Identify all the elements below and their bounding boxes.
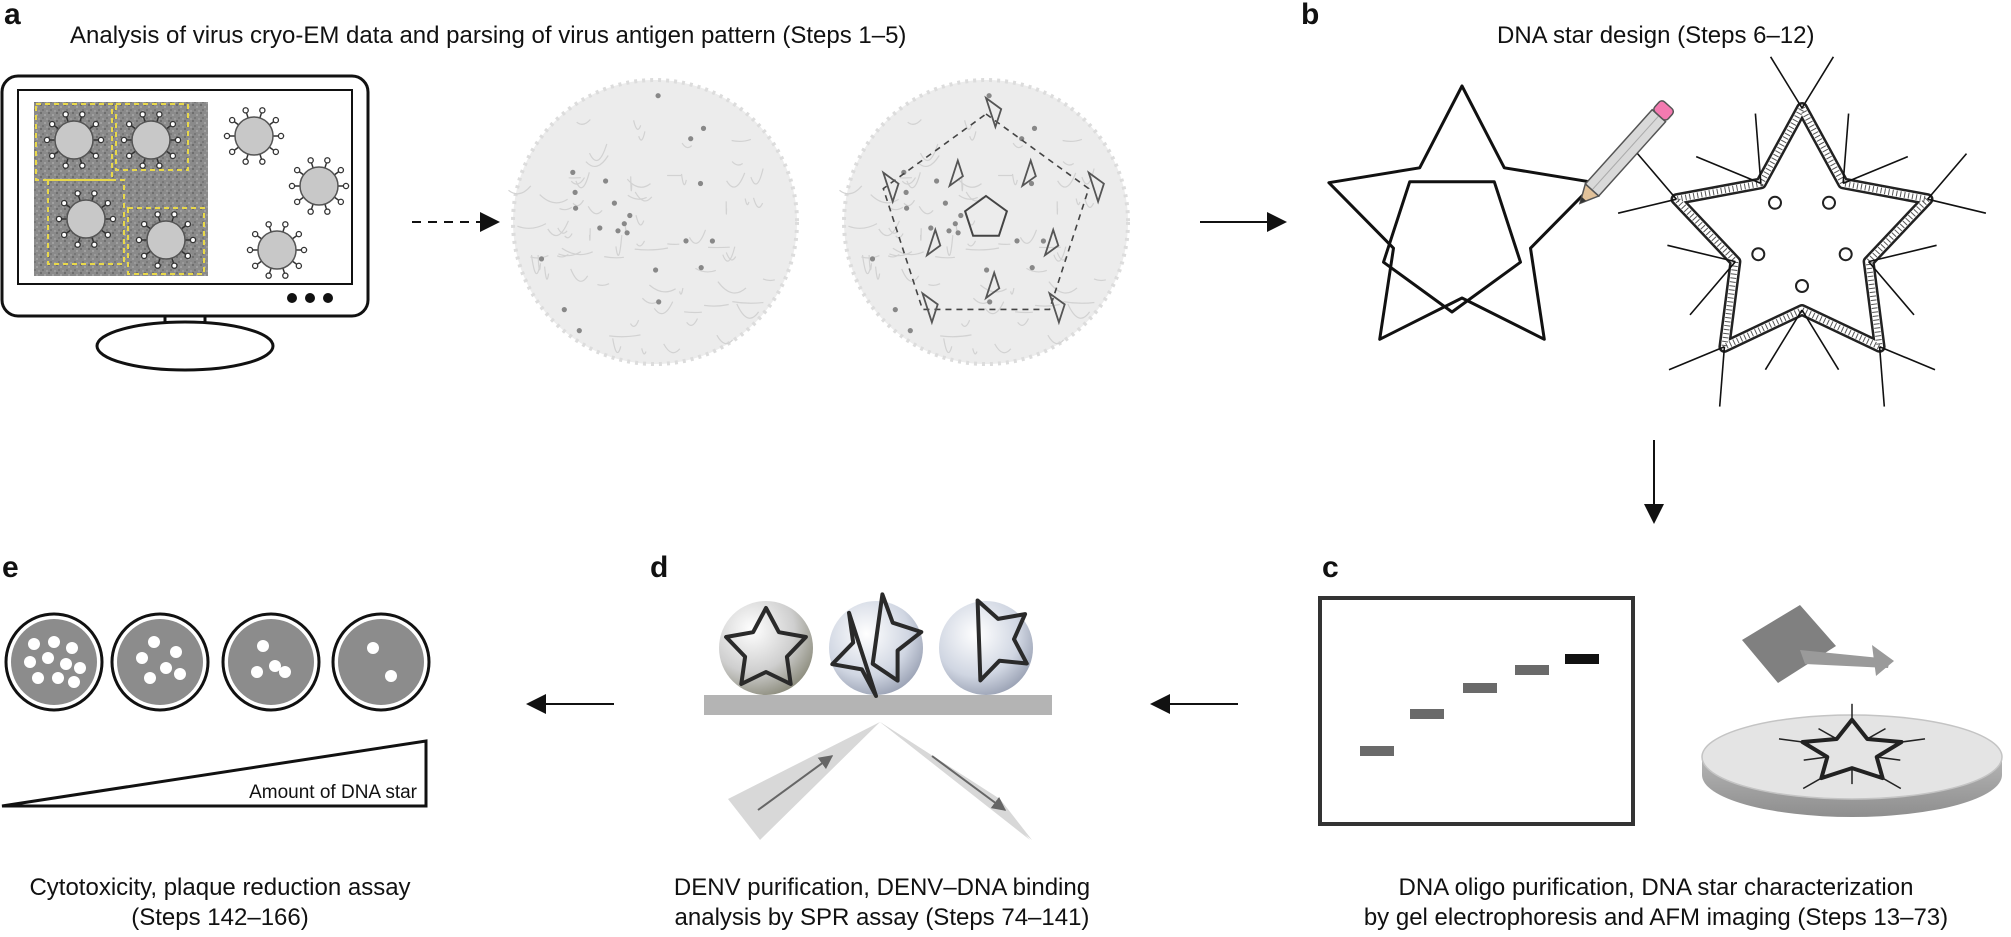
sensor-chip bbox=[704, 695, 1052, 715]
panel-d-caption-line1: DENV purification, DENV–DNA binding bbox=[673, 874, 1091, 901]
panel-d-letter: d bbox=[650, 551, 669, 584]
panel-c-caption-line1: DNA oligo purification, DNA star charact… bbox=[1398, 874, 1914, 901]
virus-particle bbox=[223, 107, 285, 165]
panel-b-letter: b bbox=[1301, 0, 1320, 31]
gel-band bbox=[1565, 654, 1599, 664]
gel-band bbox=[1463, 683, 1497, 693]
virus-particle bbox=[120, 111, 182, 169]
plaque-plate bbox=[331, 612, 431, 712]
panel-e-caption-line2: (Steps 142–166) bbox=[131, 904, 309, 931]
panel-b-title: DNA star design (Steps 6–12) bbox=[1497, 22, 1815, 49]
plaque-plate bbox=[110, 612, 210, 712]
panel-c-caption-line2: by gel electrophoresis and AFM imaging (… bbox=[1363, 904, 1949, 931]
panel-a-letter: a bbox=[4, 0, 21, 31]
star-sketch bbox=[1327, 84, 1597, 341]
virus-particle bbox=[55, 190, 117, 248]
wedge-label: Amount of DNA star bbox=[249, 782, 418, 803]
virus-particle bbox=[288, 157, 350, 215]
virus-particle bbox=[246, 221, 308, 279]
panel-c-letter: c bbox=[1322, 551, 1339, 584]
gel-electrophoresis bbox=[1318, 596, 1635, 826]
gel-band bbox=[1410, 709, 1444, 719]
plaque-plates bbox=[4, 612, 431, 712]
virus-structure-left bbox=[508, 78, 799, 366]
panel-e-caption: Cytotoxicity, plaque reduction assay (St… bbox=[0, 873, 440, 933]
spr-assay bbox=[704, 592, 1052, 840]
virus-sphere bbox=[719, 601, 813, 695]
panel-e-letter: e bbox=[2, 551, 19, 584]
dose-wedge bbox=[1, 739, 428, 808]
gel-band bbox=[1360, 746, 1394, 756]
panel-c-caption: DNA oligo purification, DNA star charact… bbox=[1312, 873, 2000, 933]
virus-particle bbox=[135, 211, 197, 269]
panel-d-caption-line2: analysis by SPR assay (Steps 74–141) bbox=[674, 904, 1090, 931]
panel-e-caption-line1: Cytotoxicity, plaque reduction assay bbox=[29, 874, 411, 901]
virus-sphere bbox=[939, 601, 1033, 695]
virus-structure-right bbox=[839, 78, 1130, 366]
pencil-icon bbox=[1578, 100, 1675, 205]
afm-imaging bbox=[1701, 605, 2003, 817]
screen-viruses bbox=[43, 107, 350, 279]
gel-band bbox=[1515, 665, 1549, 675]
dna-star-design bbox=[1617, 56, 1987, 407]
panel-d-caption: DENV purification, DENV–DNA binding anal… bbox=[622, 873, 1142, 933]
virus-particle bbox=[43, 111, 105, 169]
plaque-plate bbox=[4, 612, 104, 712]
panel-a-title: Analysis of virus cryo-EM data and parsi… bbox=[70, 22, 907, 49]
plaque-plate bbox=[221, 612, 321, 712]
